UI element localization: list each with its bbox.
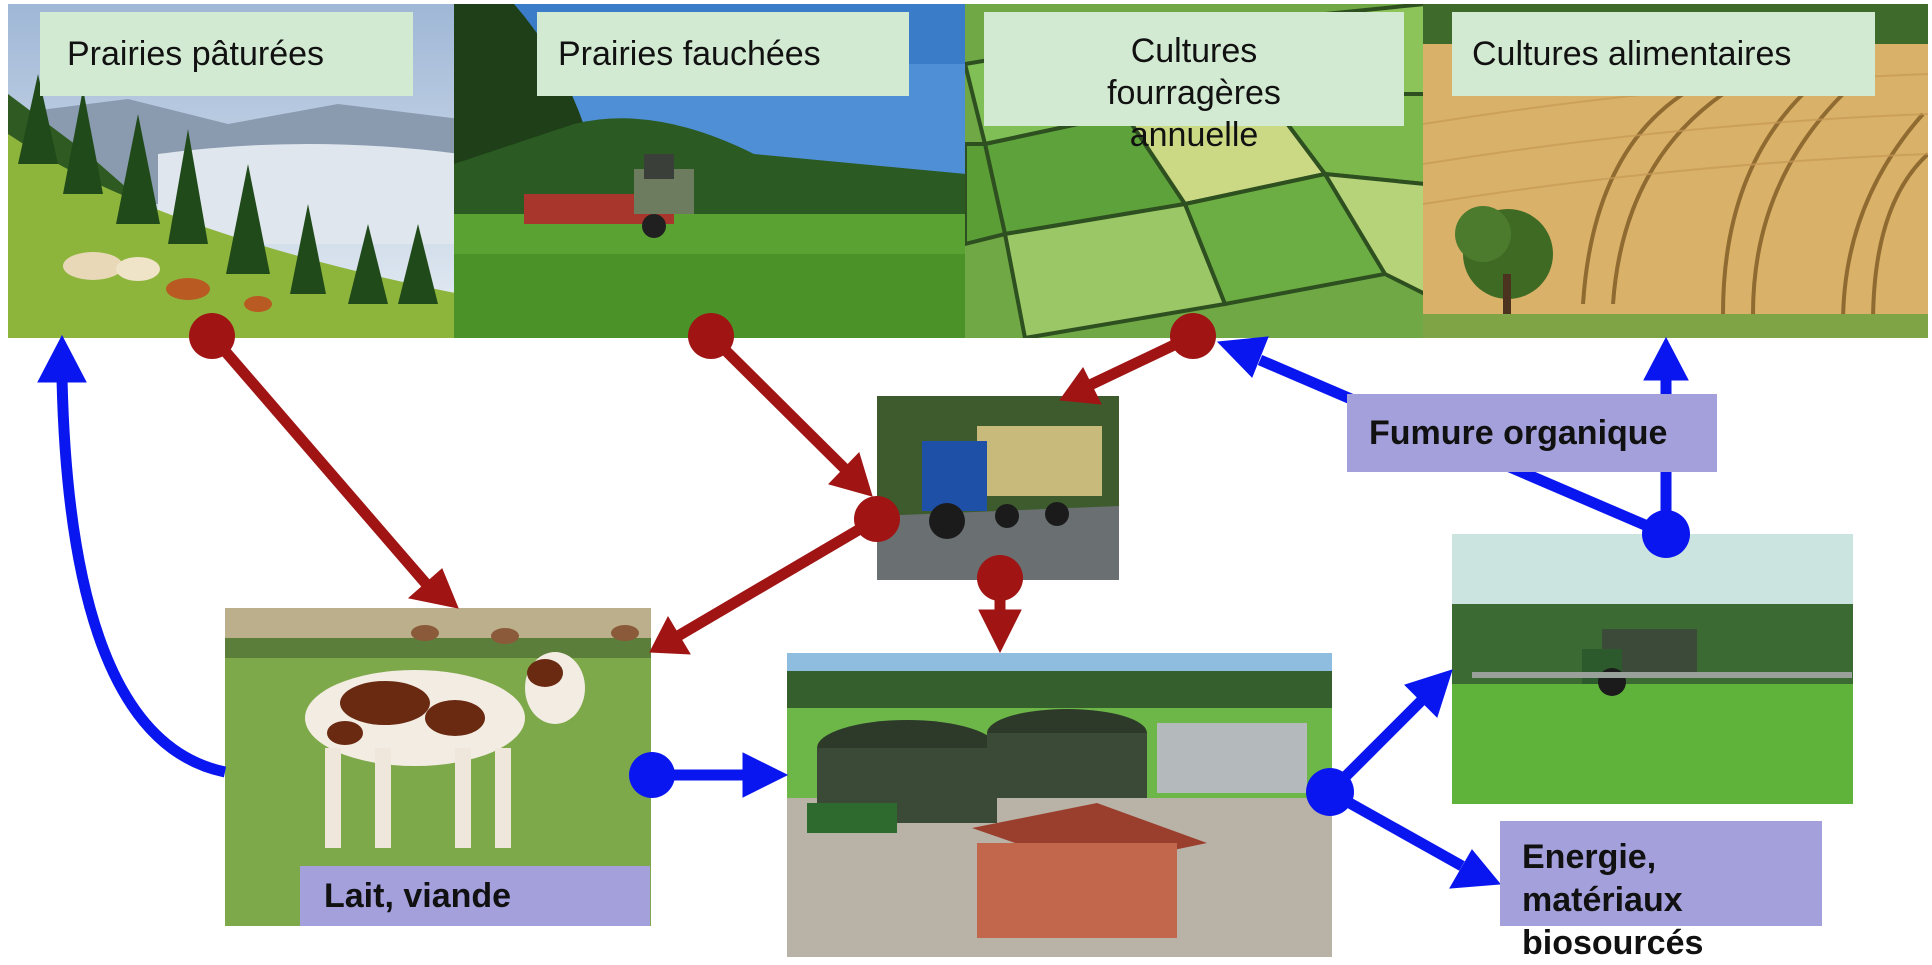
arrowhead [649, 615, 691, 655]
node-label: Lait, viande [324, 877, 512, 915]
arrow-cattle-to-paturees [56, 377, 227, 778]
organic-flows [37, 334, 1690, 889]
node-label: Fumure organique [1369, 414, 1668, 452]
arrowhead [828, 452, 873, 497]
node-energie-materiaux: Energie, matériaux biosourcés [1500, 821, 1822, 962]
arrowhead [1449, 849, 1501, 889]
node-label: Prairies pâturées [67, 35, 325, 73]
biogas-plant-photo [787, 653, 1332, 957]
arrowhead [1404, 669, 1453, 718]
node-fumure-organique: Fumure organique [1347, 394, 1717, 472]
arrow-biogas-to-energy [1327, 787, 1465, 871]
flow-origin-dot [977, 555, 1023, 601]
hay-transport-photo [877, 396, 1119, 580]
feed-flows [189, 313, 1216, 655]
flow-origin-dot [1306, 768, 1354, 816]
node-label: Cultures alimentaires [1472, 35, 1792, 73]
arrowhead [1059, 367, 1102, 405]
dairy-cattle-photo [225, 608, 651, 926]
manure-spreading-photo [1452, 534, 1853, 804]
node-lait-viande: Lait, viande [300, 866, 650, 926]
node-label: Prairies fauchées [558, 35, 821, 73]
node-prairies-paturees: Prairies pâturées [40, 12, 413, 96]
flow-origin-dot [1642, 510, 1690, 558]
node-cultures-fourrageres: Cultures fourragères annuelle [984, 12, 1404, 154]
flow-origin-dot [189, 313, 235, 359]
arrowhead [978, 609, 1022, 654]
node-label: Cultures fourragères annuelle [1107, 32, 1281, 154]
arrow-paturees-to-cattle [207, 332, 433, 590]
flow-origin-dot [629, 752, 675, 798]
node-cultures-alimentaires: Cultures alimentaires [1452, 12, 1875, 96]
node-label: Energie, matériaux biosourcés [1522, 838, 1704, 962]
arrowhead [1216, 336, 1269, 378]
flow-origin-dot [854, 496, 900, 542]
arrowhead [407, 568, 459, 609]
arrowhead [742, 752, 789, 798]
arrow-hay-to-cattle [675, 514, 880, 641]
arrowhead [1643, 336, 1689, 381]
flow-origin-dot [1170, 313, 1216, 359]
flow-origin-dot [688, 313, 734, 359]
arrow-fauchees-to-hay [707, 332, 854, 478]
node-prairies-fauchees: Prairies fauchées [537, 12, 909, 96]
arrowhead [37, 334, 87, 383]
